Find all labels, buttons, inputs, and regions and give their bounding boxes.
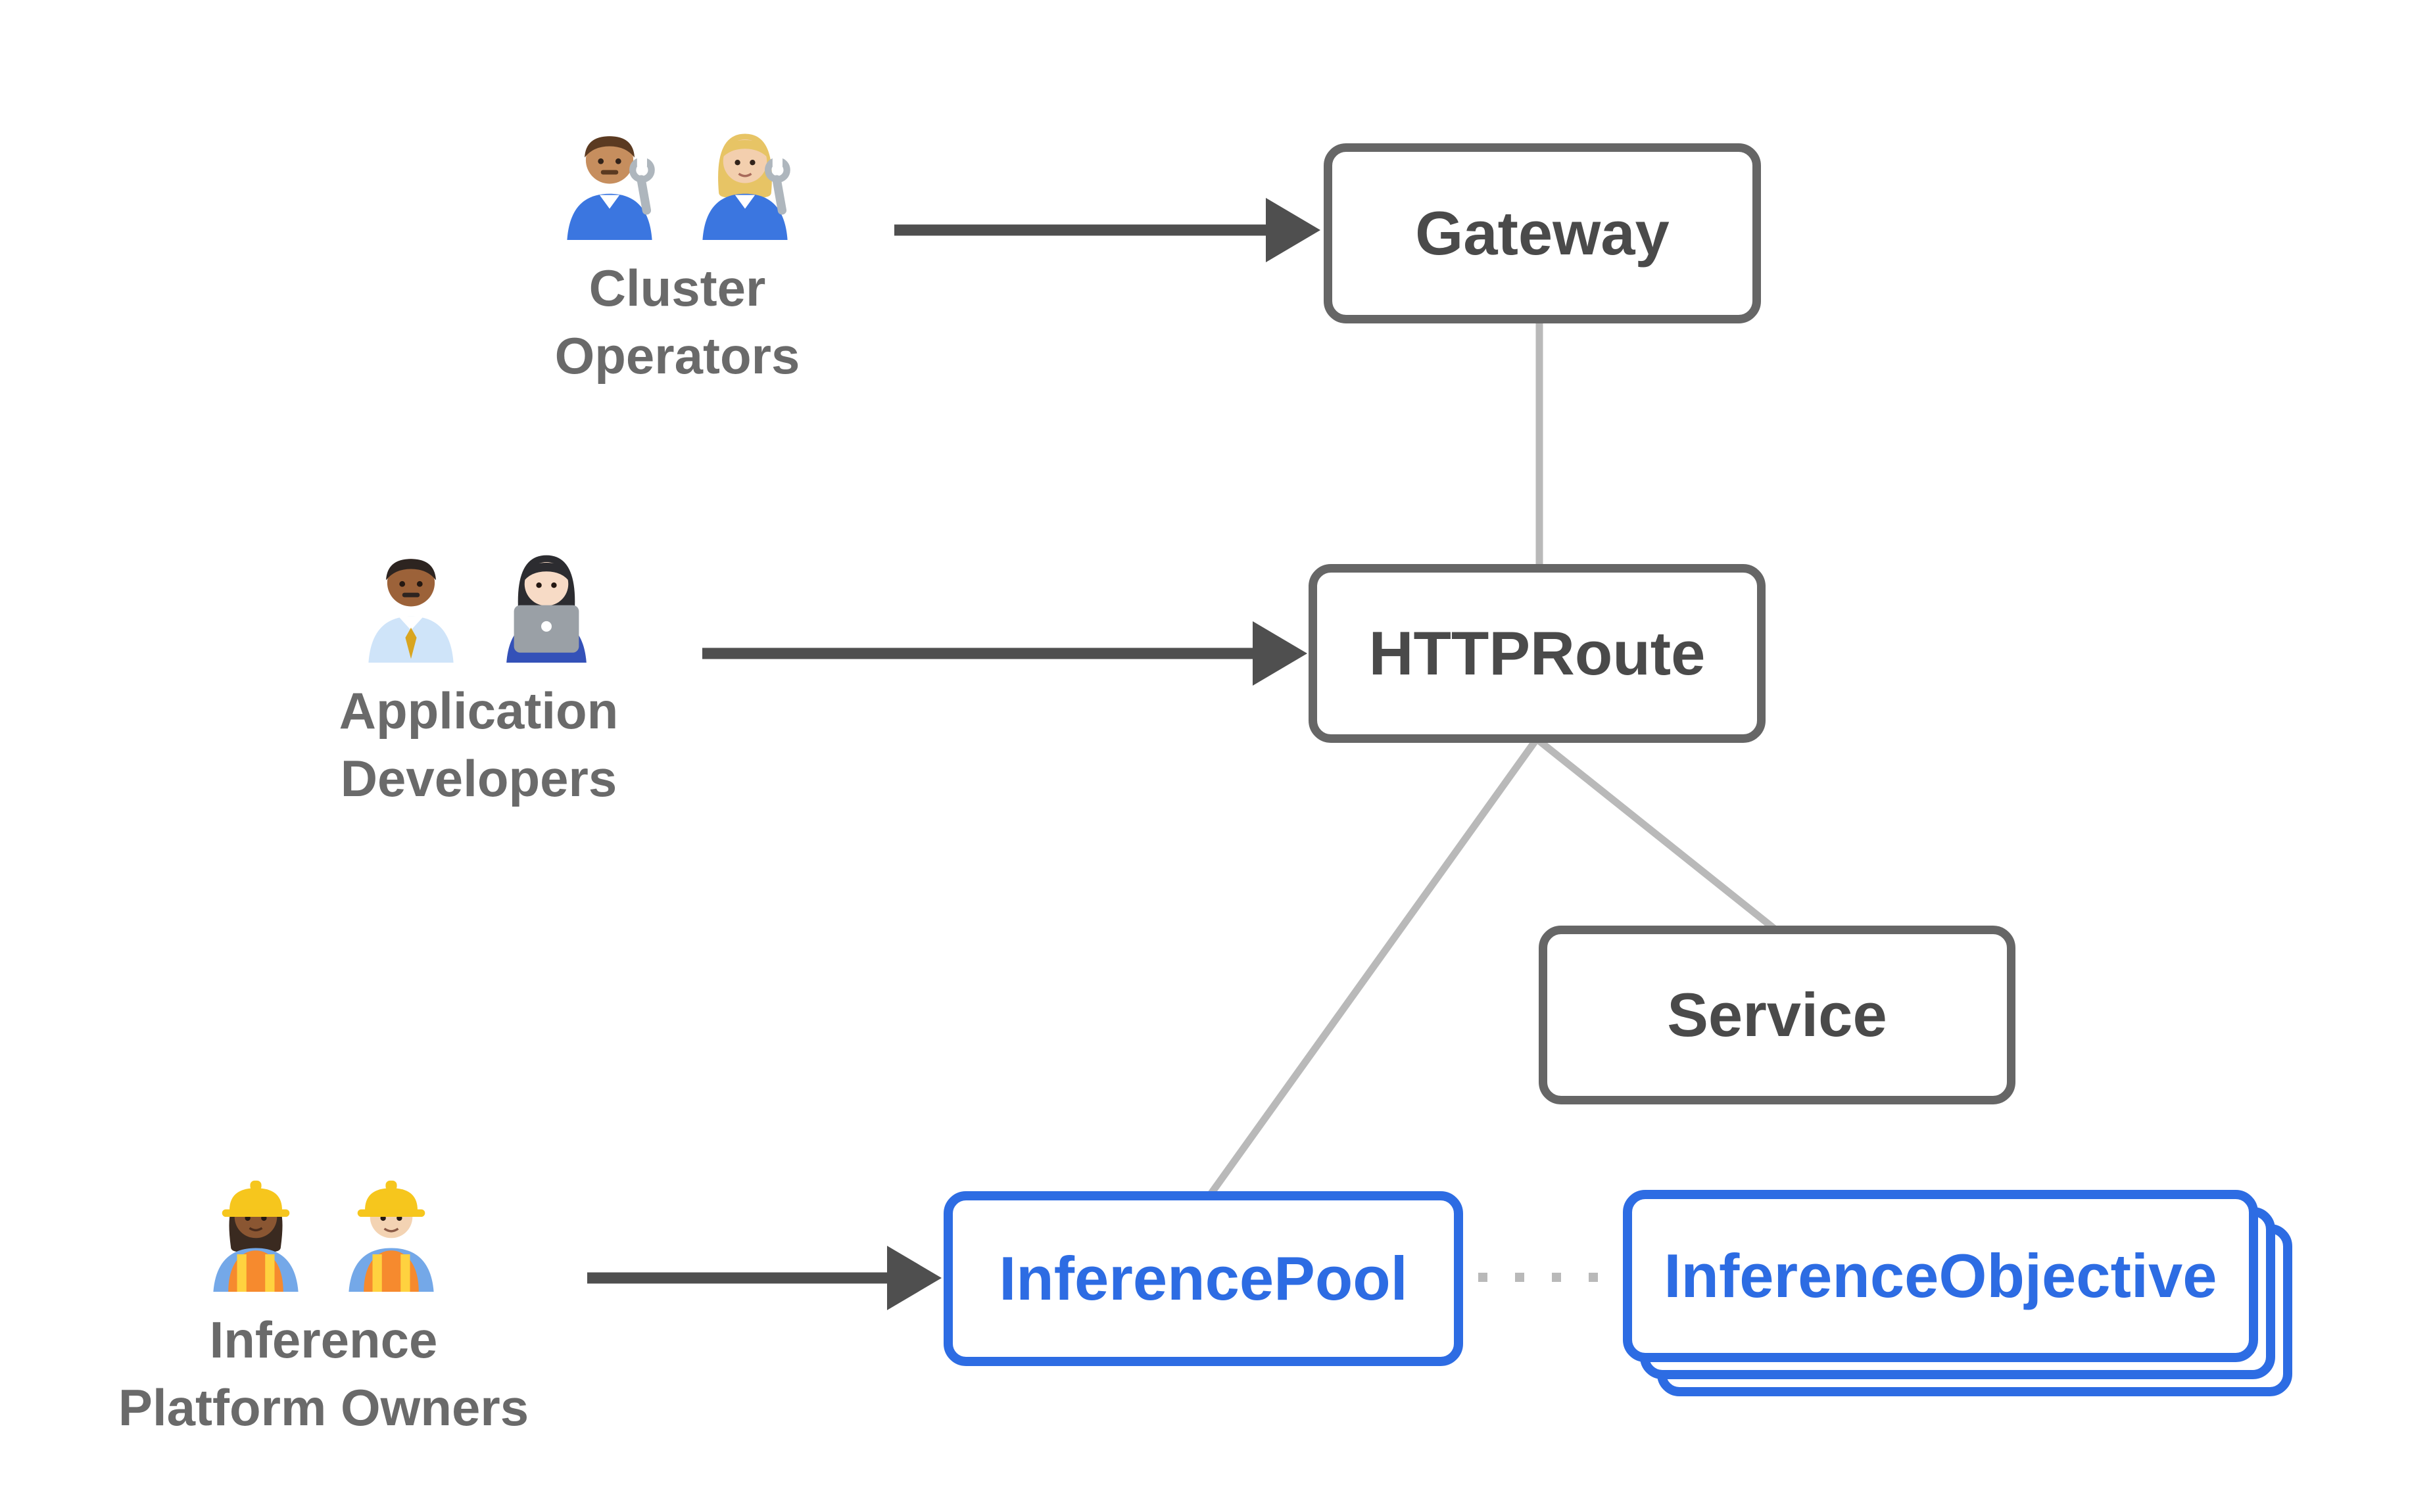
service-label: Service	[1667, 980, 1887, 1049]
man-mechanic-icon	[567, 136, 655, 240]
cluster-operators-arrow	[894, 198, 1320, 262]
inferenceobjective-node: InferenceObjective	[1623, 1190, 2258, 1362]
httproute-inferencepool-connector	[1207, 736, 1540, 1198]
cluster-operators-label: Cluster Operators	[554, 259, 800, 385]
httproute-label: HTTPRoute	[1368, 619, 1706, 688]
man-construction-worker-icon	[349, 1180, 434, 1292]
application-developers-emoji-row	[349, 538, 609, 663]
actor-cluster-operators: Cluster Operators	[493, 115, 861, 390]
inferenceobjective-label: InferenceObjective	[1664, 1241, 2217, 1310]
gateway-node: Gateway	[1324, 143, 1761, 323]
application-developers-arrow	[702, 621, 1307, 686]
httproute-service-connector	[1534, 736, 1778, 933]
woman-technologist-icon	[506, 555, 587, 663]
actor-inference-platform-owners: Inference Platform Owners	[93, 1167, 554, 1442]
cluster-operators-emoji-row	[547, 115, 807, 240]
inferencepool-node: InferencePool	[944, 1191, 1463, 1366]
inference-platform-owners-emoji-row	[193, 1167, 454, 1292]
man-office-worker-icon	[368, 559, 454, 663]
httproute-node: HTTPRoute	[1309, 564, 1766, 743]
inference-platform-owners-arrow	[587, 1246, 942, 1310]
woman-mechanic-icon	[702, 133, 790, 240]
application-developers-label: Application Developers	[339, 682, 619, 807]
gateway-label: Gateway	[1415, 199, 1670, 268]
inference-platform-owners-label: Inference Platform Owners	[118, 1311, 529, 1436]
inferencepool-label: InferencePool	[999, 1244, 1408, 1313]
woman-construction-worker-icon	[213, 1180, 299, 1292]
actor-application-developers: Application Developers	[295, 538, 663, 813]
service-node: Service	[1539, 926, 2015, 1104]
